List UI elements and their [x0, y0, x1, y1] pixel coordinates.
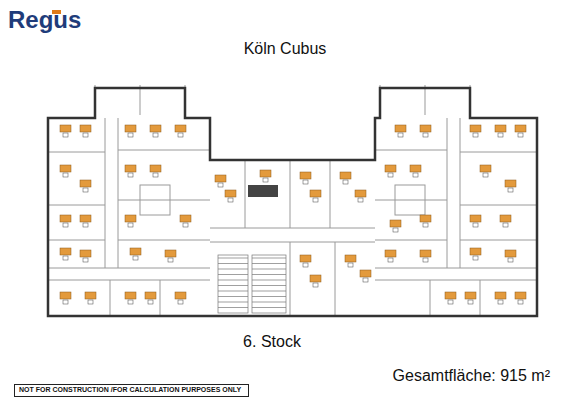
floor-label: 6. Stock [243, 333, 301, 351]
disclaimer-text: NOT FOR CONSTRUCTION /FOR CALCULATION PU… [15, 385, 248, 394]
room-walls [48, 118, 537, 316]
disclaimer-box: NOT FOR CONSTRUCTION /FOR CALCULATION PU… [14, 384, 249, 397]
window-bays [95, 85, 470, 115]
reception-desk [248, 185, 278, 197]
outer-wall [48, 88, 537, 316]
desks [60, 125, 526, 304]
logo-text: Regus [8, 6, 81, 34]
area-label: Gesamtfläche: 915 m² [393, 367, 550, 385]
stairs [218, 255, 286, 313]
plan-title: Köln Cubus [244, 40, 327, 58]
